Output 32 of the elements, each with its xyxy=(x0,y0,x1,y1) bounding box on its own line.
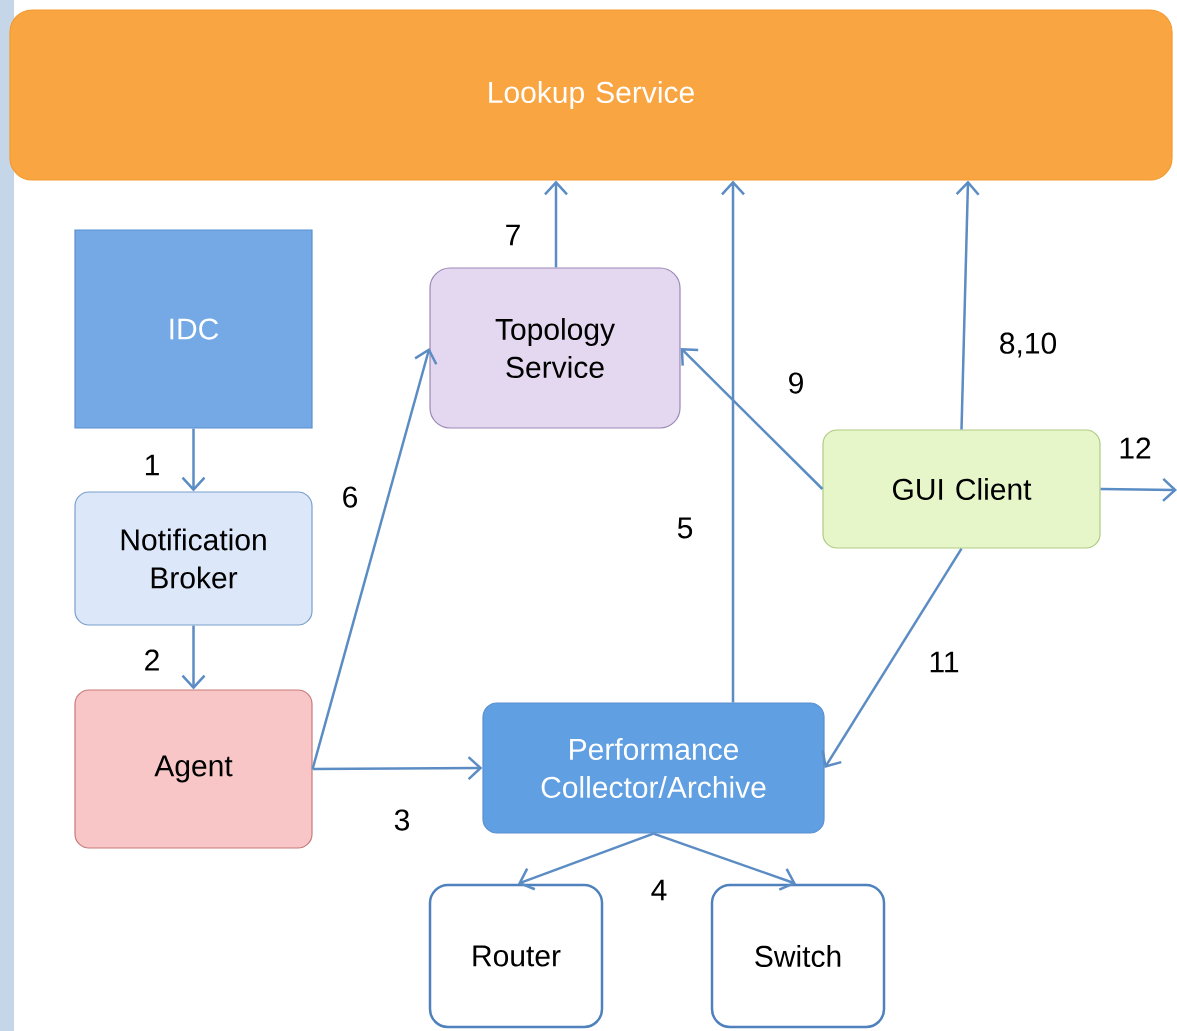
device-box: Router xyxy=(428,883,604,1029)
edge-label: 12 xyxy=(1116,435,1154,461)
arrow xyxy=(955,180,980,430)
arrow xyxy=(680,348,824,490)
device-box: Switch xyxy=(710,883,886,1029)
arrow xyxy=(721,180,745,703)
arrow xyxy=(544,180,568,268)
edge-label: 8,10 xyxy=(996,330,1060,360)
process-box: Performance Collector/Archive xyxy=(482,702,825,834)
arrow xyxy=(1100,477,1177,502)
edge-label: 3 xyxy=(391,807,413,833)
arrow xyxy=(181,625,206,690)
edge-label: 5 xyxy=(674,515,696,541)
edge-label: 6 xyxy=(339,484,361,510)
arrow xyxy=(518,832,654,891)
process-box: Topology Service xyxy=(429,267,681,429)
edge-label: 9 xyxy=(785,370,807,396)
arrow xyxy=(311,348,438,770)
arrow xyxy=(653,832,796,891)
edge-label: 11 xyxy=(926,649,962,675)
edge-label: 4 xyxy=(648,877,670,903)
band: Lookup Service xyxy=(9,9,1173,181)
edge-label: 1 xyxy=(141,452,163,478)
edge-label: 7 xyxy=(502,222,524,248)
arrow xyxy=(821,547,963,768)
arrow xyxy=(181,428,206,492)
arrow xyxy=(312,756,483,780)
edge-label: 2 xyxy=(141,647,163,673)
process-box: IDC xyxy=(74,229,313,429)
process-box: Notification Broker xyxy=(74,491,313,626)
process-box: Agent xyxy=(74,689,313,849)
process-box: GUI Client xyxy=(822,429,1101,549)
